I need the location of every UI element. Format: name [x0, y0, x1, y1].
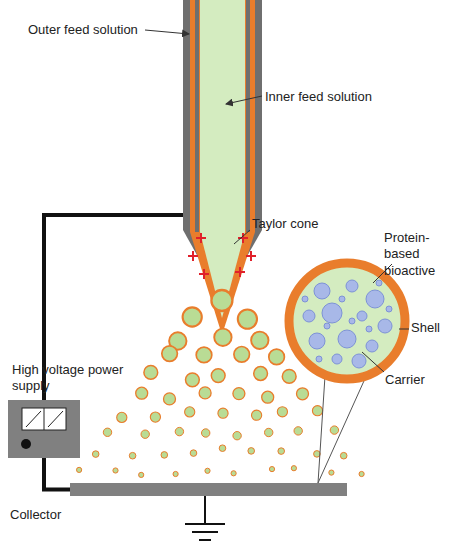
node-label: High voltage power supply	[12, 362, 130, 395]
outer-solution	[190, 0, 255, 335]
part-label: Taylor cone	[252, 216, 342, 232]
needle-inner-wall	[246, 0, 250, 232]
leader-line	[318, 372, 368, 483]
bioactive-particles	[302, 280, 392, 368]
leader-line	[145, 30, 189, 34]
wire-connector	[44, 458, 70, 490]
part-label: Inner feed solution	[265, 89, 385, 105]
part-label: Shell	[411, 320, 456, 336]
ground-symbol	[185, 496, 225, 540]
node-label: Collector	[10, 507, 100, 523]
leader-line	[399, 329, 409, 330]
leader-line	[362, 352, 384, 372]
supply-face	[8, 400, 80, 458]
leader-line	[226, 96, 262, 104]
collector-plate: Collector	[70, 483, 347, 496]
leader-line	[234, 230, 250, 244]
part-label: Protein-based bioactive	[384, 230, 460, 279]
part-label: Carrier	[385, 372, 445, 388]
leader-line	[318, 376, 325, 483]
particle-inset	[289, 263, 405, 379]
power-supply: High voltage power supply	[8, 400, 80, 458]
needle-inner-wall	[195, 0, 199, 232]
inner-solution	[200, 0, 245, 318]
charge-symbols	[188, 233, 256, 279]
part-label: Outer feed solution	[28, 22, 148, 38]
